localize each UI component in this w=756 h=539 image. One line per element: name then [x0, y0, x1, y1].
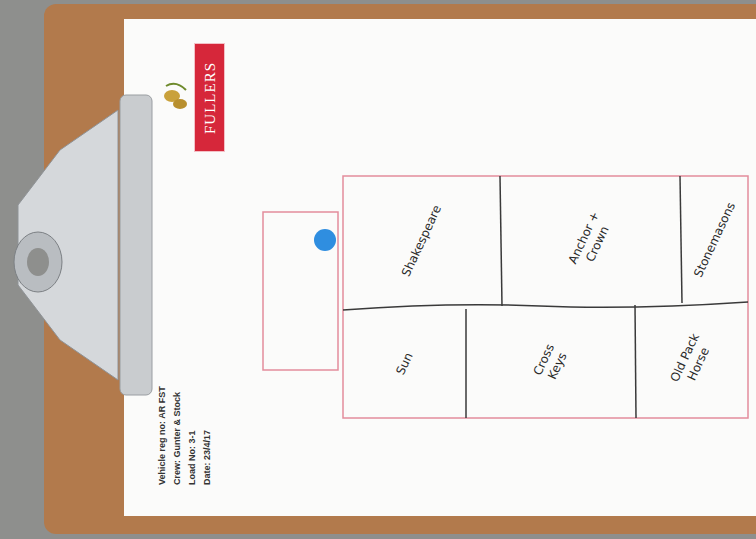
logo-box: FULLERS [194, 43, 225, 152]
load-compartment: Old Pack Horse [637, 306, 746, 416]
handwritten-pub-name: Cross Keys [525, 329, 578, 396]
divider-line [500, 176, 502, 306]
paper-sheet [124, 19, 756, 516]
handwritten-pub-name: Old Pack Horse [663, 323, 720, 399]
brand-logo-text: FULLERS [201, 61, 218, 133]
load-compartment: Sun [345, 311, 465, 416]
clip-bar [120, 95, 152, 395]
board-clip [14, 95, 152, 395]
handwritten-pub-name: Anchor + Crown [561, 198, 622, 283]
clip-ring [14, 232, 62, 292]
hop-cone [173, 99, 187, 109]
load-compartment: Cross Keys [468, 309, 634, 416]
load-info-line: Vehicle reg no: AR FST [155, 285, 170, 485]
load-info-line: Crew: Gunter & Stock [170, 285, 185, 485]
handwritten-pub-name: Shakespeare [396, 197, 448, 285]
hops-logo [164, 84, 187, 109]
load-compartment: Shakespeare [345, 178, 499, 304]
clip-hole [27, 248, 49, 276]
load-compartment: Stonemasons [683, 178, 746, 302]
divider-line [680, 176, 682, 303]
compartment-dividers [343, 176, 748, 418]
hop-leaf [166, 84, 186, 90]
handwritten-pub-name: Sun [386, 333, 425, 394]
divider-line [635, 305, 636, 418]
blue-dot [314, 229, 336, 251]
clipboard-board [44, 4, 756, 534]
load-compartment: Anchor + Crown [503, 178, 679, 304]
load-info-line: Date: 23/4/17 [200, 285, 215, 485]
divider-line [343, 302, 748, 310]
load-info-line: Load No: 3-1 [185, 285, 200, 485]
divider-line [465, 309, 467, 418]
truck-cab [263, 212, 338, 370]
trailer-outline [343, 176, 748, 418]
load-info: Vehicle reg no: AR FSTCrew: Gunter & Sto… [155, 285, 215, 485]
handwritten-pub-name: Stonemasons [689, 196, 741, 284]
